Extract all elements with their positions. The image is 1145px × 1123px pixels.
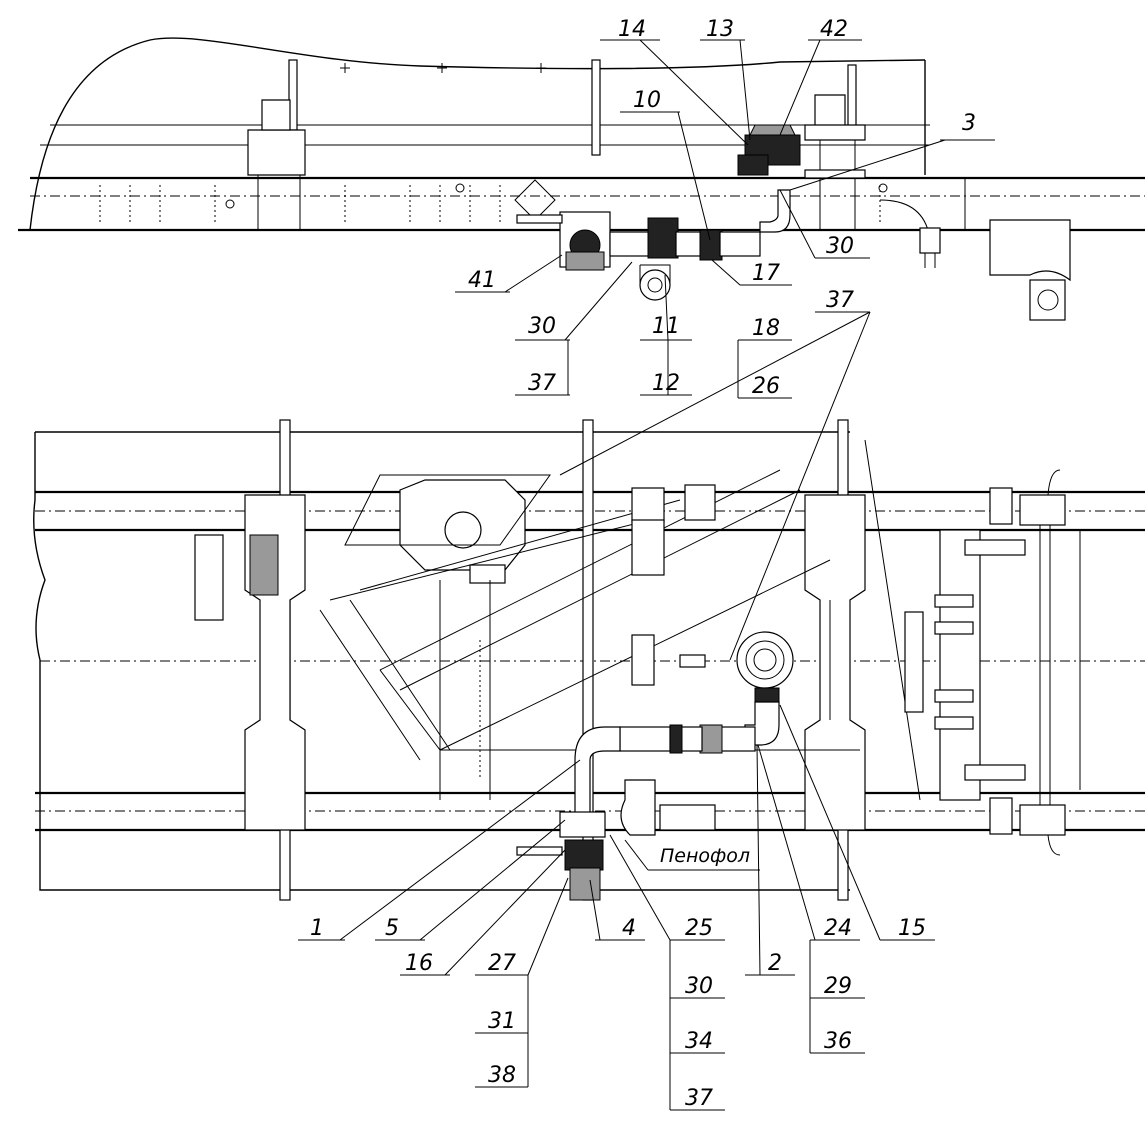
callout-36: 36	[824, 1029, 852, 1054]
callout-14: 14	[618, 17, 646, 42]
callout-5: 5	[385, 916, 399, 941]
callout-11: 11	[652, 314, 680, 339]
callout-2: 2	[768, 951, 782, 976]
callout-18: 18	[752, 316, 780, 341]
callout-37: 37	[685, 1086, 713, 1111]
callout-34: 34	[685, 1029, 713, 1054]
callout-24: 24	[824, 916, 852, 941]
callout-13: 13	[706, 17, 734, 42]
callout-29: 29	[824, 974, 852, 999]
callout-37: 37	[826, 288, 854, 313]
callout-41: 41	[468, 268, 496, 293]
callout-10: 10	[633, 88, 661, 113]
callout-17: 17	[752, 261, 780, 286]
callout-42: 42	[820, 17, 848, 42]
callout-30: 30	[685, 974, 713, 999]
callout-numbers: 14 13 42 10 3 30 17 41 30 11 18 37 37 12…	[310, 17, 976, 1111]
callout-15: 15	[898, 916, 926, 941]
callout-31: 31	[488, 1009, 516, 1034]
callout-25: 25	[685, 916, 713, 941]
leader-lines	[298, 39, 995, 1111]
callout-37: 37	[528, 371, 556, 396]
callout-1: 1	[310, 916, 324, 941]
callout-27: 27	[488, 951, 516, 976]
callout-38: 38	[488, 1063, 516, 1088]
callout-16: 16	[405, 951, 433, 976]
callout-26: 26	[752, 374, 780, 399]
side-elevation-view	[18, 37, 1145, 321]
callout-4: 4	[622, 916, 636, 941]
penofol-label: Пенофол	[660, 845, 750, 867]
callout-30: 30	[826, 234, 854, 259]
callout-30: 30	[528, 314, 556, 339]
plan-view	[33, 419, 1145, 901]
callout-12: 12	[652, 371, 680, 396]
callout-3: 3	[962, 111, 976, 136]
